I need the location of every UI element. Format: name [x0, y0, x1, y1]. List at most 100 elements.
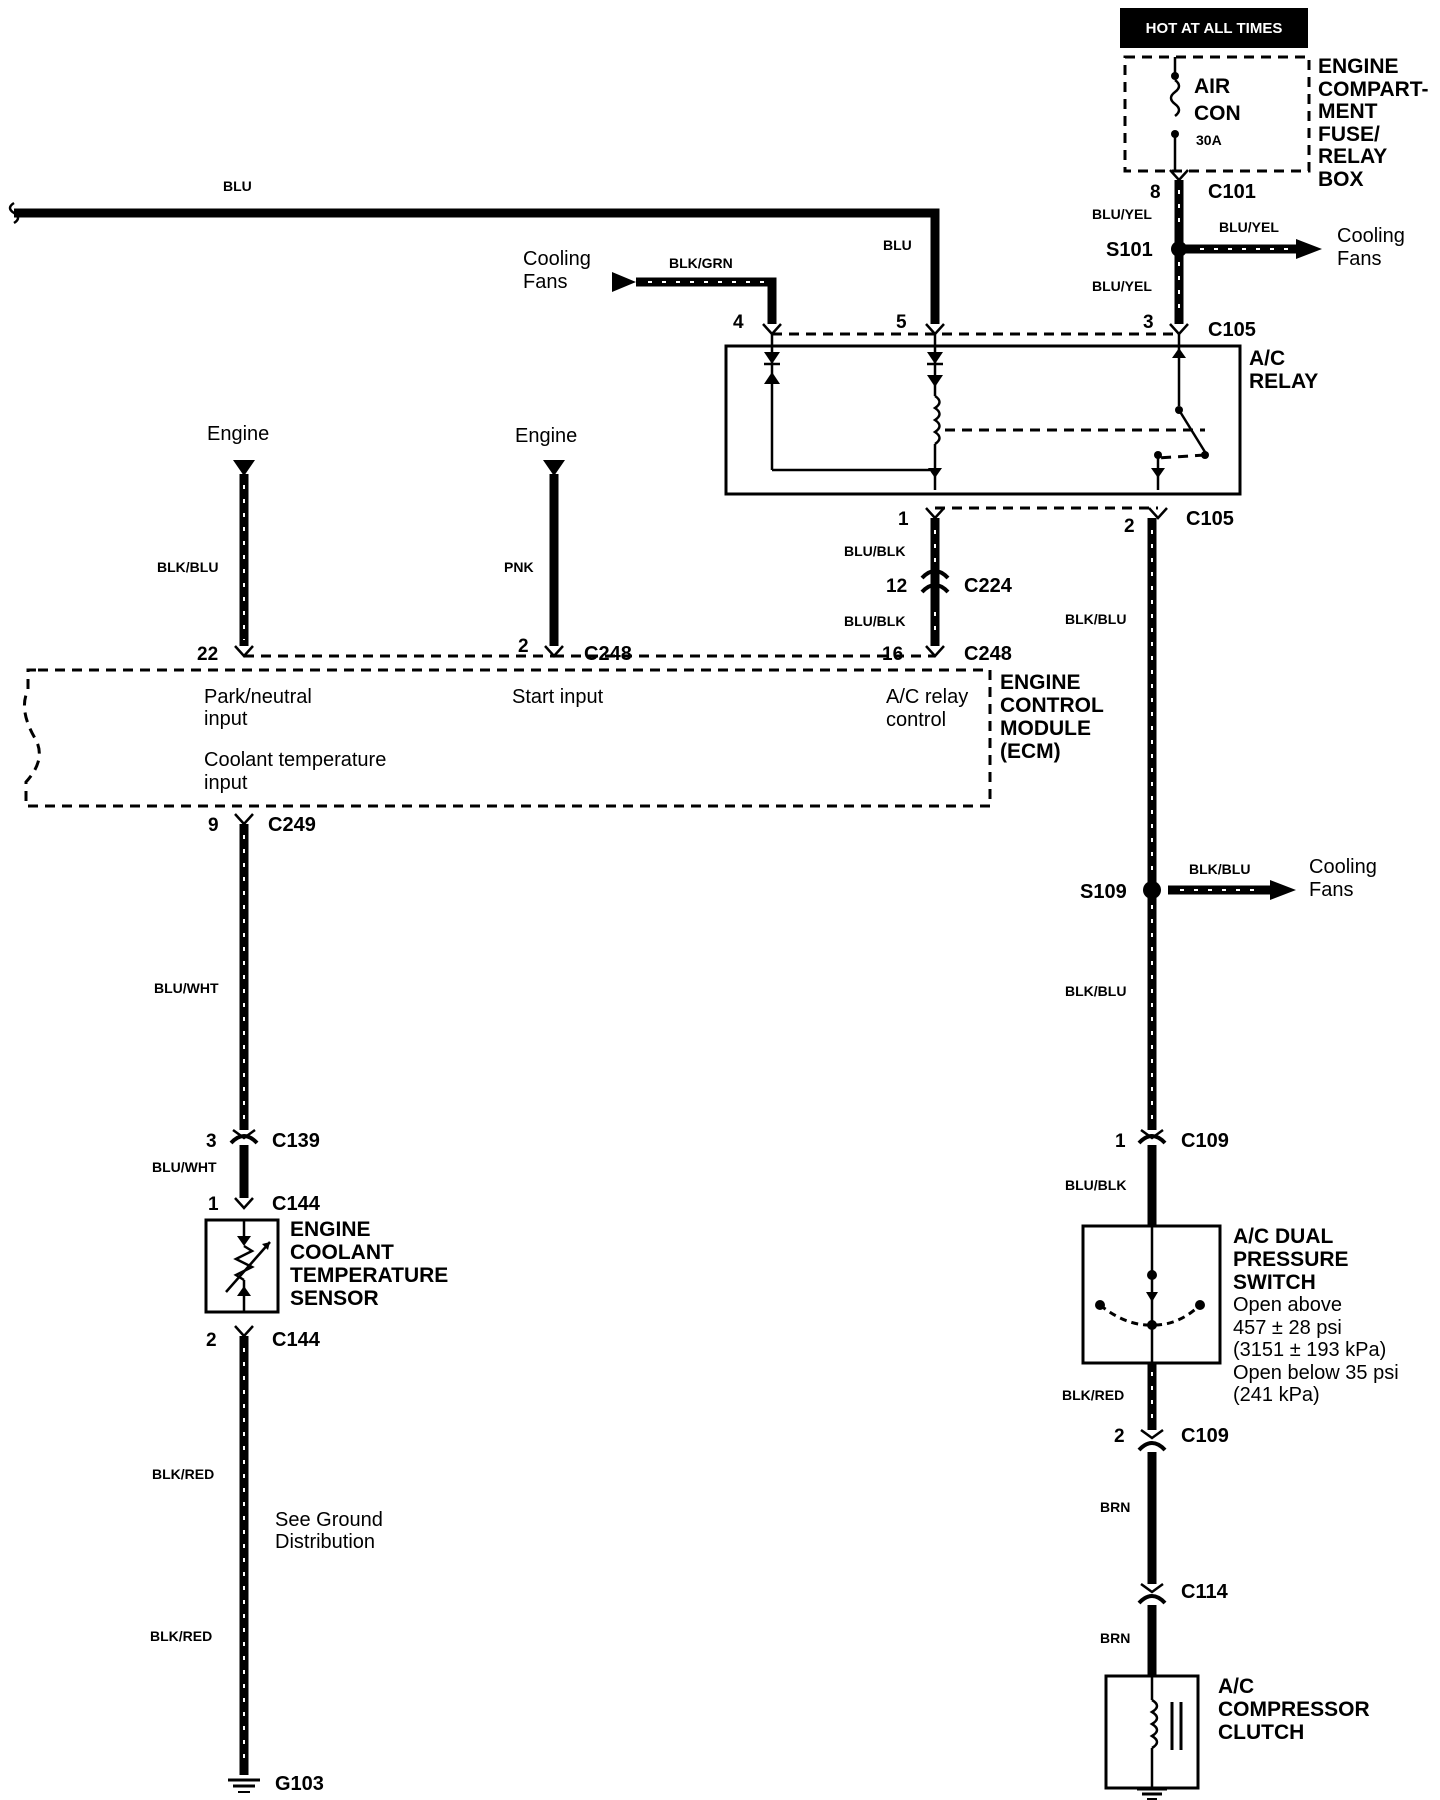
- svg-text:Open above: Open above: [1233, 1294, 1342, 1316]
- arrow-engine-left: [233, 460, 255, 476]
- wire-label-blu-wht-2: BLU/WHT: [152, 1159, 217, 1175]
- svg-text:(ECM): (ECM): [1000, 740, 1061, 763]
- pin-1: 1: [898, 509, 909, 530]
- arrow-cooling-fans-relay: [612, 272, 636, 292]
- note-ground-line1: See Ground: [275, 1509, 383, 1531]
- connector-c101: C101: [1208, 181, 1256, 203]
- fuse-relay-box: [1123, 55, 1311, 173]
- svg-text:SENSOR: SENSOR: [290, 1287, 379, 1310]
- svg-text:BOX: BOX: [1318, 168, 1364, 191]
- svg-text:CLUTCH: CLUTCH: [1218, 1721, 1304, 1744]
- ecm-park-neutral-line1: Park/neutral: [204, 686, 312, 708]
- pressure-switch-specs: Open above 457 ± 28 psi (3151 ± 193 kPa)…: [1233, 1294, 1399, 1406]
- thermistor-symbol: [225, 1220, 271, 1312]
- wire-label-blk-blu-right-upper: BLK/BLU: [1065, 611, 1126, 627]
- pin-1-c109: 1: [1115, 1131, 1126, 1152]
- wire-label-blk-blu-left: BLK/BLU: [157, 559, 218, 575]
- fuse-rating: 30A: [1196, 132, 1222, 148]
- pin-4: 4: [733, 312, 744, 333]
- pin-9: 9: [208, 815, 219, 836]
- wire-blk-grn: [636, 277, 777, 324]
- fuse-relay-box-title: ENGINE COMPART- MENT FUSE/ RELAY BOX: [1318, 55, 1428, 191]
- arrow-cooling-fans-s101: [1296, 239, 1322, 259]
- pin-8: 8: [1150, 182, 1161, 203]
- wire-label-blk-red-right: BLK/RED: [1062, 1387, 1124, 1403]
- pin-5: 5: [896, 312, 907, 333]
- wire-label-pnk: PNK: [504, 559, 534, 575]
- engine-left-label: Engine: [207, 423, 269, 445]
- splice-s109: [1143, 881, 1161, 899]
- svg-text:A/C: A/C: [1218, 1675, 1254, 1698]
- pin-3: 3: [1143, 312, 1154, 333]
- cooling-fans-relay-line2: Fans: [523, 271, 567, 293]
- hot-at-all-times-label: HOT AT ALL TIMES: [1146, 20, 1283, 37]
- pin-2-c109: 2: [1114, 1426, 1125, 1447]
- pin-12: 12: [886, 576, 907, 597]
- svg-text:457 ± 28 psi: 457 ± 28 psi: [1233, 1317, 1342, 1339]
- pressure-switch-symbol: [1095, 1226, 1205, 1363]
- wire-label-blu-yel-branch: BLU/YEL: [1219, 219, 1279, 235]
- svg-text:RELAY: RELAY: [1318, 145, 1387, 168]
- ecm-title: ENGINE CONTROL MODULE (ECM): [1000, 671, 1104, 763]
- wire-label-blk-red-left-1: BLK/RED: [152, 1466, 214, 1482]
- fuse-name-line1: AIR: [1194, 75, 1230, 98]
- wire-label-blu-yel-lower: BLU/YEL: [1092, 278, 1152, 294]
- fuse-name-line2: CON: [1194, 102, 1241, 125]
- svg-text:(3151 ± 193 kPa): (3151 ± 193 kPa): [1233, 1339, 1386, 1361]
- ecm-start-input: Start input: [512, 686, 604, 708]
- connector-c109-bottom: C109: [1181, 1425, 1229, 1447]
- wire-label-blu-wht-1: BLU/WHT: [154, 980, 219, 996]
- connector-c109-top: C109: [1181, 1130, 1229, 1152]
- connector-c224: C224: [964, 575, 1013, 597]
- pin-22: 22: [197, 644, 218, 665]
- cooling-fans-relay-line1: Cooling: [523, 248, 591, 270]
- ground-g103: G103: [275, 1773, 324, 1795]
- svg-text:ENGINE: ENGINE: [1318, 55, 1399, 78]
- splice-label-s109: S109: [1080, 881, 1127, 903]
- ecm-box: [22, 668, 992, 808]
- ecm-park-neutral-line2: input: [204, 708, 248, 730]
- pin-2-c144: 2: [206, 1330, 217, 1351]
- connector-c144-top: C144: [272, 1193, 321, 1215]
- wire-label-blu-blk-2: BLU/BLK: [844, 613, 905, 629]
- wire-label-blu-top: BLU: [223, 178, 252, 194]
- connector-c249: C249: [268, 814, 316, 836]
- arrow-cooling-fans-s109: [1270, 880, 1296, 900]
- ecm-coolant-line2: input: [204, 772, 248, 794]
- ecm-relay-control-line1: A/C relay: [886, 686, 968, 708]
- engine-coolant-temperature-sensor: [204, 1218, 280, 1314]
- cooling-fans-s101-line1: Cooling: [1337, 225, 1405, 247]
- hot-at-all-times-bar: [1120, 8, 1308, 48]
- cooling-fans-s109-line2: Fans: [1309, 879, 1353, 901]
- connector-c139: C139: [272, 1130, 320, 1152]
- wire-label-blu-blk-1: BLU/BLK: [844, 543, 905, 559]
- wire-blu-top: [14, 208, 940, 324]
- engine-mid-label: Engine: [515, 425, 577, 447]
- svg-text:COOLANT: COOLANT: [290, 1241, 394, 1264]
- svg-text:SWITCH: SWITCH: [1233, 1271, 1316, 1294]
- ect-sensor-title: ENGINE COOLANT TEMPERATURE SENSOR: [290, 1218, 448, 1310]
- wire-label-blk-blu-right-lower: BLK/BLU: [1065, 983, 1126, 999]
- cooling-fans-s101-line2: Fans: [1337, 248, 1381, 270]
- connector-c248-mid: C248: [584, 643, 632, 665]
- svg-text:COMPART-: COMPART-: [1318, 78, 1428, 101]
- connector-c144-bottom: C144: [272, 1329, 321, 1351]
- wire-label-blu-yel-upper: BLU/YEL: [1092, 206, 1152, 222]
- wire-label-brn-2: BRN: [1100, 1630, 1130, 1646]
- pressure-switch-title: A/C DUAL PRESSURE SWITCH: [1233, 1225, 1349, 1294]
- svg-text:A/C: A/C: [1249, 347, 1285, 370]
- ac-relay-box: [724, 344, 1242, 496]
- ground-symbol-left: [228, 1778, 260, 1793]
- svg-text:RELAY: RELAY: [1249, 370, 1318, 393]
- wire-label-blk-blu-branch: BLK/BLU: [1189, 861, 1250, 877]
- connector-c105-top: C105: [1208, 319, 1256, 341]
- svg-text:PRESSURE: PRESSURE: [1233, 1248, 1349, 1271]
- note-ground-line2: Distribution: [275, 1531, 375, 1553]
- wire-label-brn-1: BRN: [1100, 1499, 1130, 1515]
- svg-text:MODULE: MODULE: [1000, 717, 1091, 740]
- ecm-coolant-line1: Coolant temperature: [204, 749, 386, 771]
- connector-c105-bottom: C105: [1186, 508, 1234, 530]
- wire-label-blu-vertical: BLU: [883, 237, 912, 253]
- pin-3-c139: 3: [206, 1131, 217, 1152]
